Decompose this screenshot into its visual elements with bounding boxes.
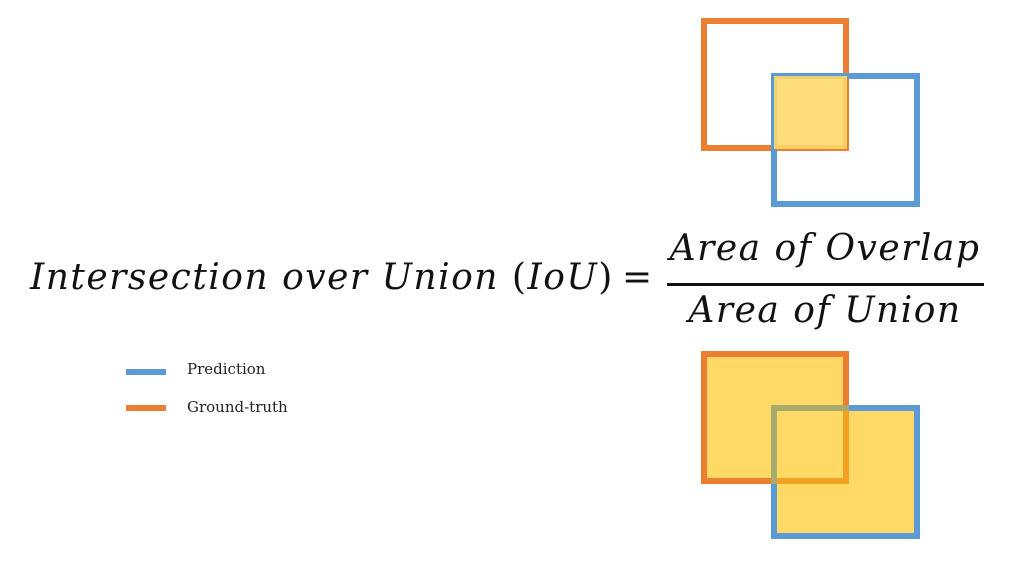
close-paren: ) bbox=[598, 257, 614, 298]
intersection-fill bbox=[774, 76, 847, 149]
equals-sign: = bbox=[622, 257, 653, 298]
iou-abbrev: IoU bbox=[527, 257, 599, 298]
legend-label-prediction: Prediction bbox=[187, 360, 266, 378]
prediction-edge-over-union-left bbox=[771, 405, 777, 484]
fraction-denominator: Area of Union bbox=[688, 290, 962, 331]
iou-text: Intersection over Union bbox=[30, 257, 512, 298]
legend-swatch-ground-truth bbox=[126, 405, 166, 411]
open-paren: ( bbox=[511, 257, 528, 298]
fraction-numerator: Area of Overlap bbox=[669, 228, 981, 269]
union-overlay-fill bbox=[774, 408, 846, 481]
iou-label: Intersection over Union (IoU) bbox=[30, 257, 614, 298]
legend-label-ground-truth: Ground-truth bbox=[187, 398, 288, 416]
ground-truth-bottom-edge-over-union bbox=[771, 478, 849, 484]
ground-truth-edge-over-union bbox=[843, 405, 849, 484]
legend-swatch-prediction bbox=[126, 369, 166, 375]
prediction-edge-over-union-top bbox=[771, 405, 849, 411]
fraction-bar bbox=[667, 283, 984, 286]
